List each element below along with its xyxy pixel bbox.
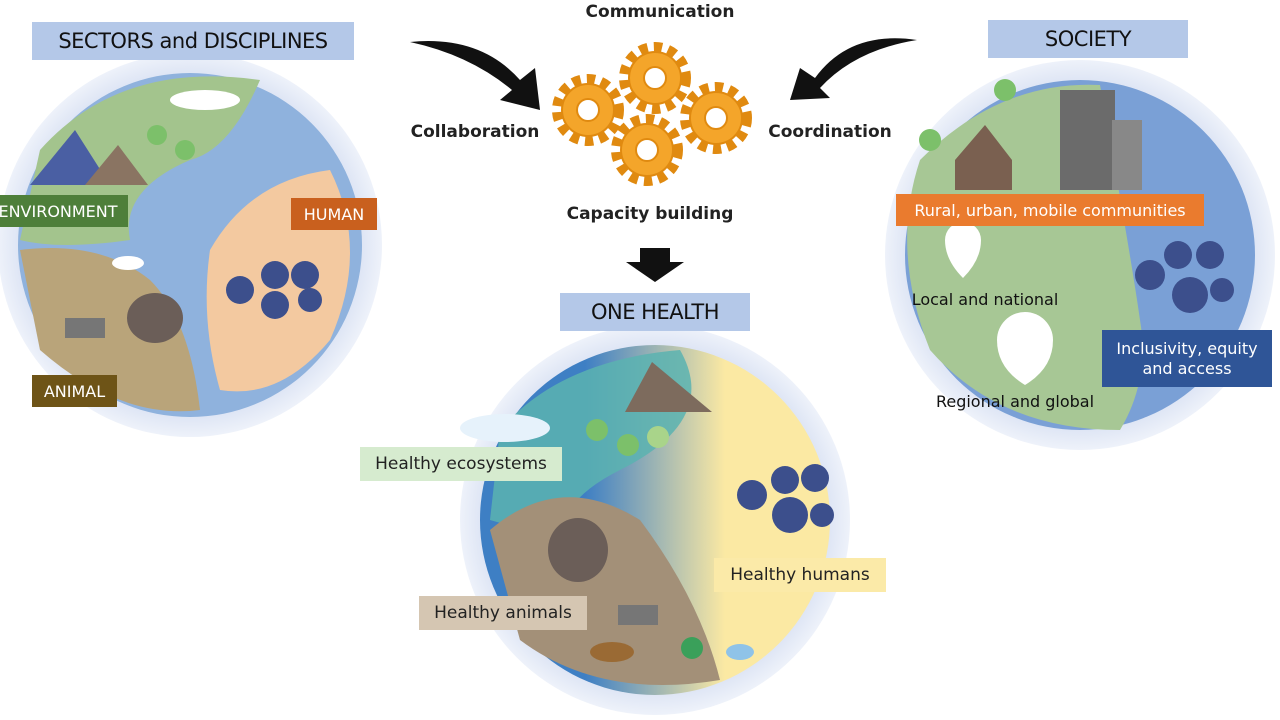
sectors-title: SECTORS and DISCIPLINES	[32, 22, 354, 60]
human-label: HUMAN	[291, 198, 377, 230]
one-health-globe	[460, 325, 850, 715]
communities-label: Rural, urban, mobile communities	[896, 194, 1204, 226]
communication-label: Communication	[585, 2, 735, 22]
coordination-label: Coordination	[768, 122, 892, 142]
capacity-building-label: Capacity building	[566, 204, 734, 224]
animal-label: ANIMAL	[32, 375, 117, 407]
left-arrow-icon	[410, 41, 540, 110]
healthy-ecosystems-label: Healthy ecosystems	[360, 447, 562, 481]
healthy-humans-label: Healthy humans	[714, 558, 886, 592]
collaboration-label: Collaboration	[410, 122, 540, 142]
healthy-animals-label: Healthy animals	[419, 596, 587, 630]
inclusivity-line2: and access	[1142, 358, 1232, 378]
environment-label: ENVIRONMENT	[0, 195, 128, 227]
right-arrow-icon	[790, 38, 917, 100]
down-arrow-icon	[626, 248, 684, 282]
inclusivity-label: Inclusivity, equity and access	[1102, 330, 1272, 387]
local-national-label: Local and national	[911, 290, 1059, 309]
one-health-title: ONE HEALTH	[560, 293, 750, 331]
regional-global-label: Regional and global	[935, 392, 1095, 411]
inclusivity-line1: Inclusivity, equity	[1116, 338, 1258, 358]
gears-icon	[552, 42, 752, 186]
society-title: SOCIETY	[988, 20, 1188, 58]
